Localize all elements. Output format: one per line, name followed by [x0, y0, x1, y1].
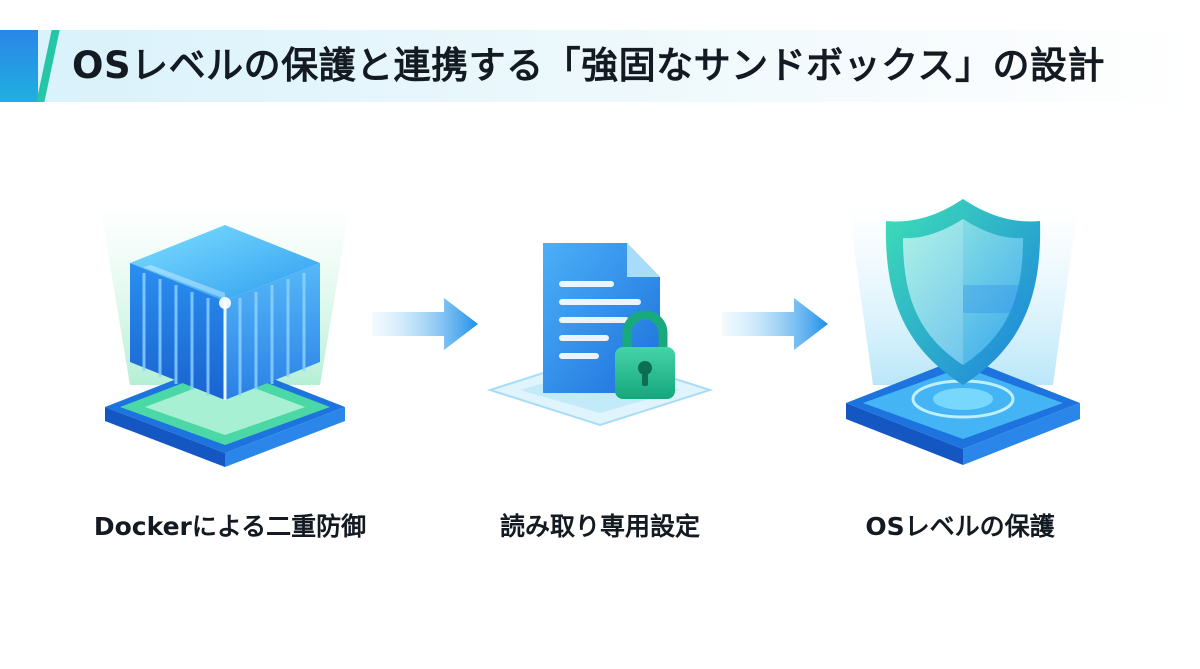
title-accent-stripe — [36, 30, 60, 102]
shield-icon — [846, 199, 1080, 465]
step-readonly — [455, 185, 745, 485]
step-label: OSレベルの保護 — [865, 512, 1055, 541]
step-label: 読み取り専用設定 — [499, 512, 700, 541]
arrow-right-icon — [372, 296, 482, 352]
title-accent-block — [0, 30, 38, 102]
title-bar: OSレベルの保護と連携する「強固なサンドボックス」の設計 — [0, 30, 1200, 102]
step-label: Dockerによる二重防御 — [93, 512, 367, 541]
container-icon — [100, 205, 350, 467]
step-docker — [80, 185, 370, 485]
page-title: OSレベルの保護と連携する「強固なサンドボックス」の設計 — [72, 44, 1105, 87]
step-os-protection — [818, 185, 1108, 485]
arrow-right-icon — [722, 296, 832, 352]
locked-document-icon — [486, 243, 714, 427]
